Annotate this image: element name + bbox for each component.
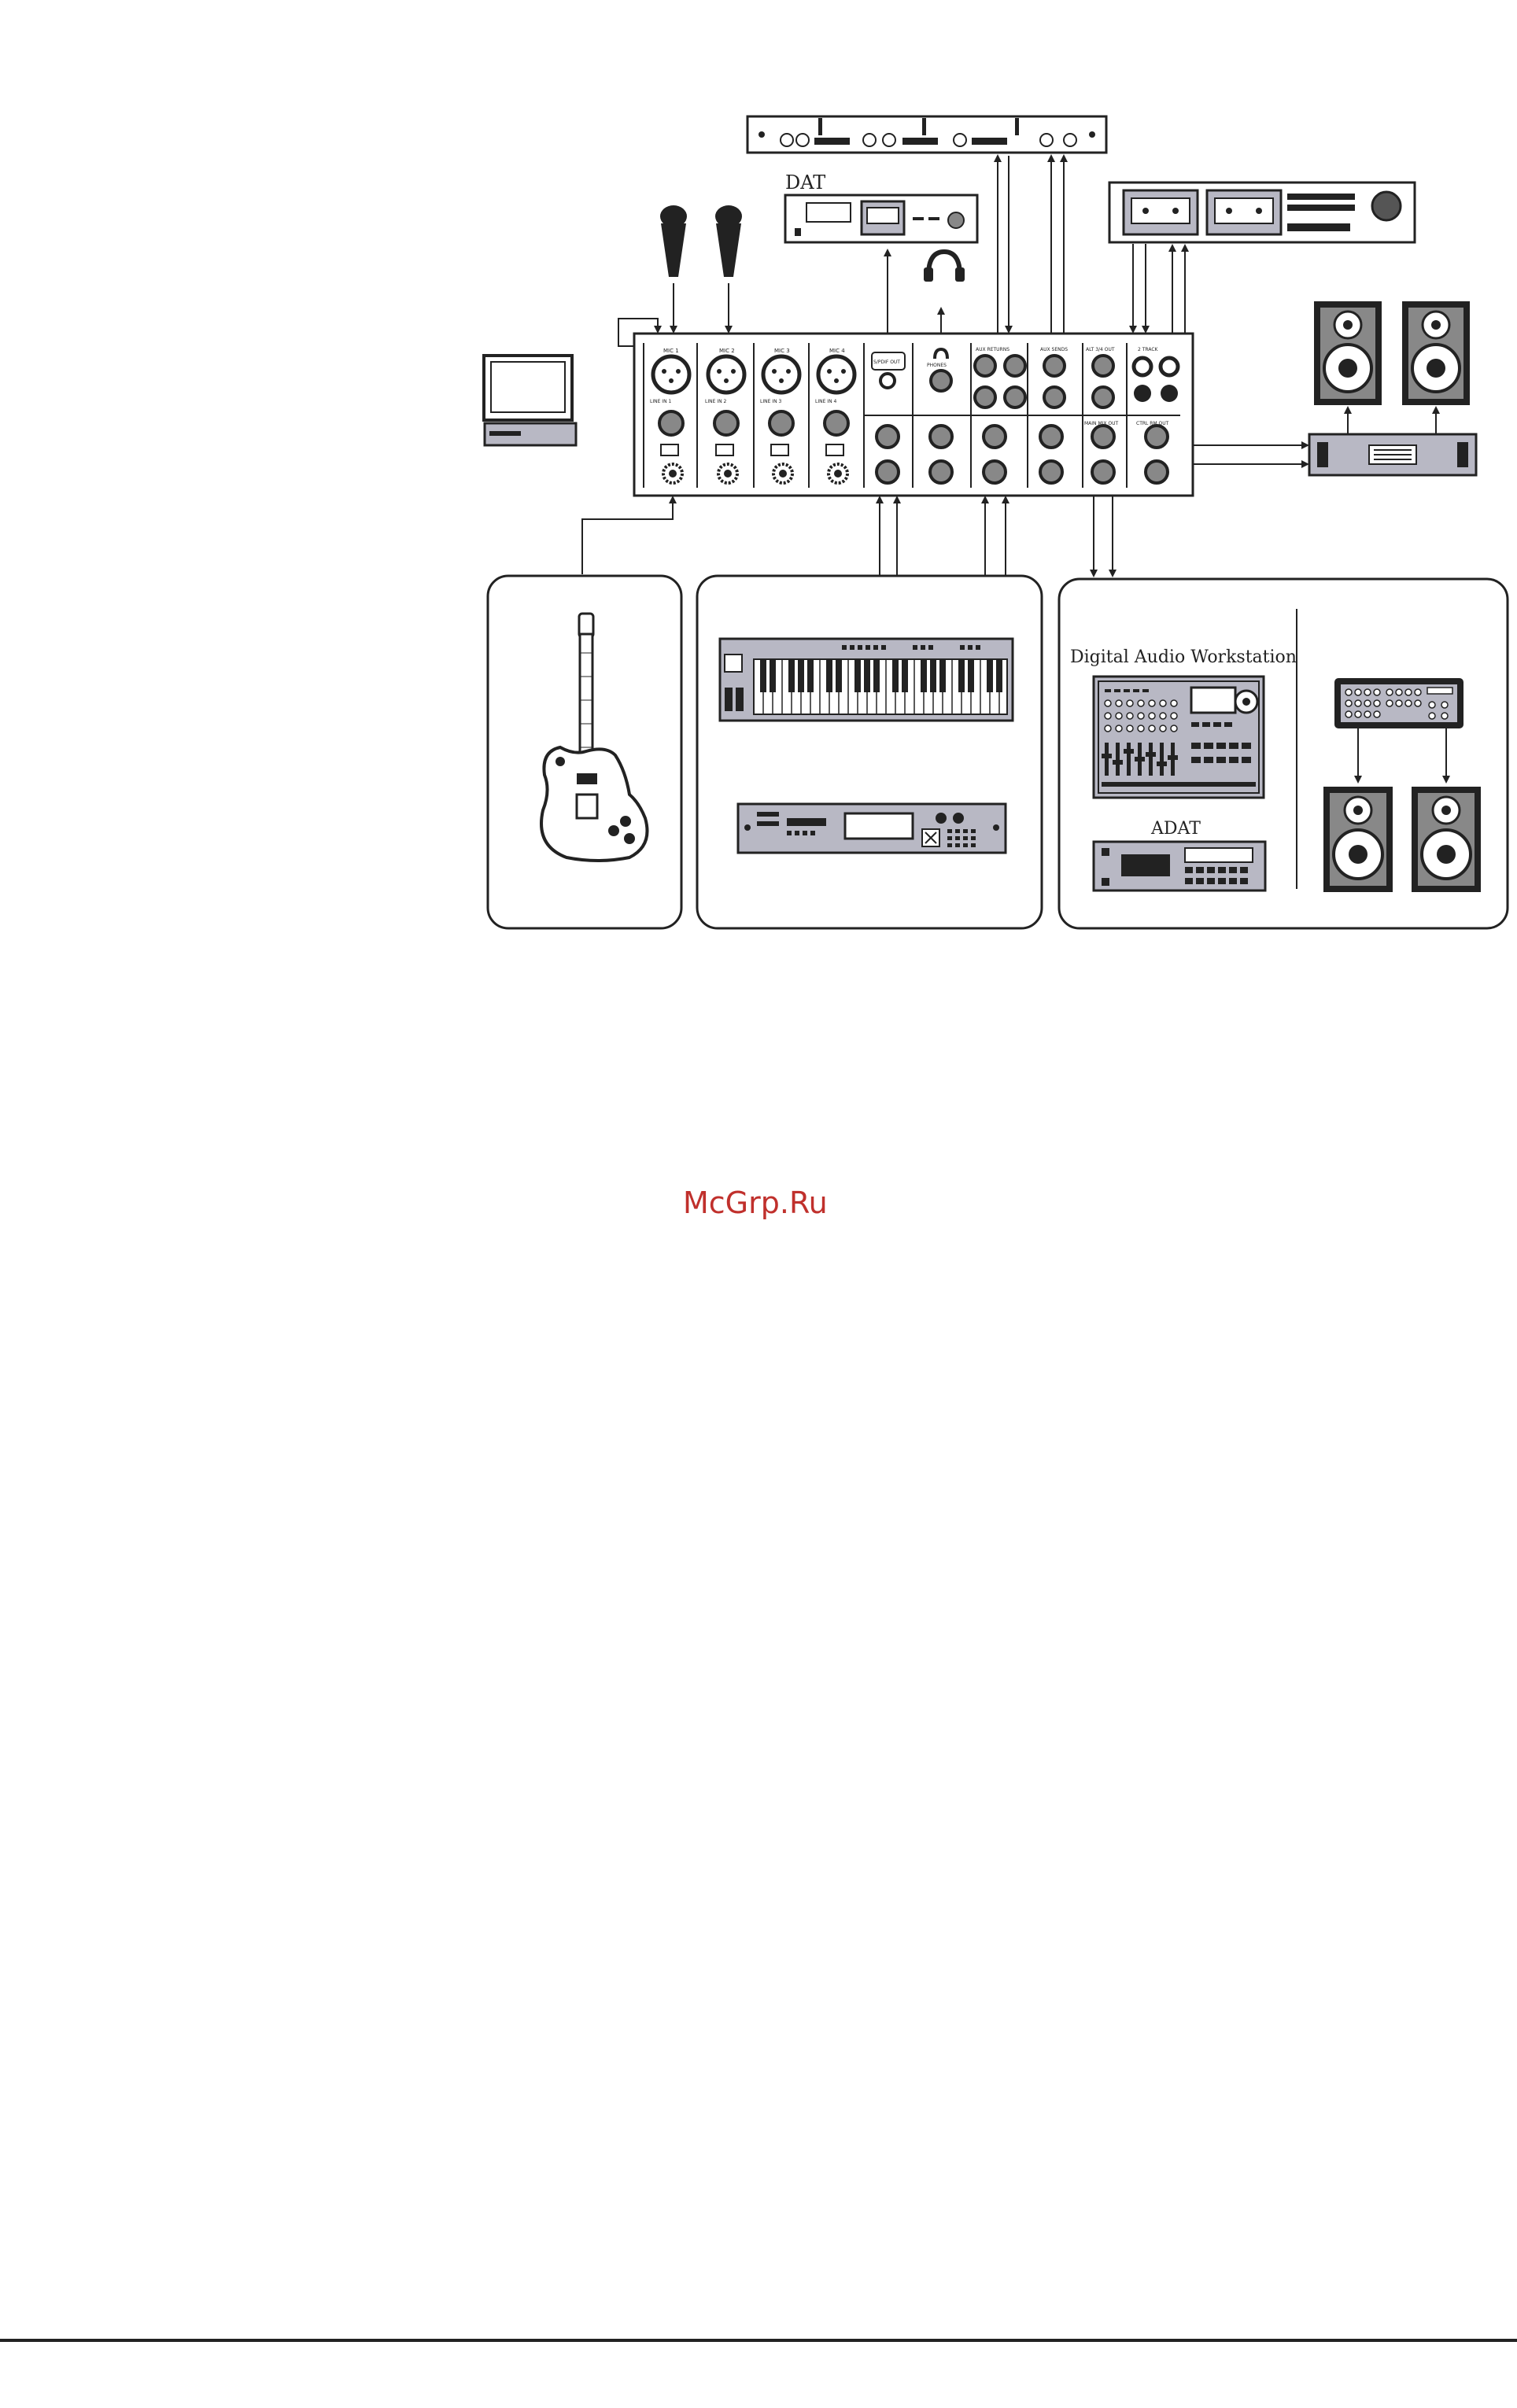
xlr-input[interactable] (818, 356, 854, 393)
hpf-switch[interactable] (661, 444, 678, 455)
microphone-icon (715, 205, 742, 277)
line-input-jack[interactable] (770, 411, 793, 435)
aux-return-jack[interactable] (1005, 356, 1025, 376)
line-jack[interactable] (1040, 461, 1062, 483)
speaker-icon (1314, 301, 1382, 405)
headphone-amp-icon (1334, 678, 1463, 728)
instruments-panel (697, 576, 1042, 928)
gain-knob[interactable] (829, 464, 847, 483)
gain-knob[interactable] (663, 464, 682, 483)
line1-label: LINE IN 1 (650, 399, 671, 404)
alt-out-jack[interactable] (1093, 356, 1113, 376)
alt-out-label: ALT 3/4 OUT (1086, 347, 1115, 352)
hpf-switch[interactable] (826, 444, 843, 455)
spdif-jack[interactable] (880, 374, 895, 388)
daw-label: Digital Audio Workstation (1070, 647, 1297, 667)
line-jack[interactable] (877, 426, 899, 448)
ctrl-room-jack[interactable] (1146, 426, 1168, 448)
gain-knob[interactable] (718, 464, 737, 483)
xlr-input[interactable] (708, 356, 744, 393)
main-out-jack[interactable] (1092, 461, 1114, 483)
line-jack[interactable] (1040, 426, 1062, 448)
mixer-rear-panel: MIC 1 MIC 2 MIC 3 MIC 4 LINE IN 1 LINE I… (634, 334, 1193, 496)
line-jack[interactable] (984, 461, 1006, 483)
two-track-label: 2 TRACK (1138, 347, 1159, 352)
keyboard-controller-icon (720, 639, 1013, 721)
aux-sends-label: AUX SENDS (1040, 347, 1068, 352)
dat-label: DAT (785, 171, 825, 194)
aux-returns-label: AUX RETURNS (976, 347, 1009, 352)
line3-label: LINE IN 3 (760, 399, 781, 404)
line-input-jack[interactable] (825, 411, 848, 435)
xlr-input[interactable] (653, 356, 689, 393)
adat-label: ADAT (1150, 819, 1201, 839)
line2-label: LINE IN 2 (705, 399, 726, 404)
line-jack[interactable] (984, 426, 1006, 448)
line-jack[interactable] (930, 426, 952, 448)
phones-jack[interactable] (931, 371, 951, 391)
mic2-label: MIC 2 (719, 348, 735, 354)
line-jack[interactable] (877, 461, 899, 483)
aux-return-jack[interactable] (975, 356, 995, 376)
microphone-icon (660, 205, 687, 277)
aux-send-jack[interactable] (1044, 387, 1065, 407)
hpf-switch[interactable] (716, 444, 733, 455)
mic4-label: MIC 4 (829, 348, 845, 354)
speaker-icon (1412, 787, 1481, 892)
line-input-jack[interactable] (659, 411, 683, 435)
cassette-deck (1109, 183, 1415, 242)
aux-send-jack[interactable] (1044, 356, 1065, 376)
alt-out-jack[interactable] (1093, 387, 1113, 407)
xlr-input[interactable] (763, 356, 799, 393)
line4-label: LINE IN 4 (815, 399, 836, 404)
main-out-jack[interactable] (1092, 426, 1114, 448)
line-jack[interactable] (930, 461, 952, 483)
spdif-label: S/PDIF OUT (873, 360, 900, 365)
aux-return-jack[interactable] (1005, 387, 1025, 407)
hpf-switch[interactable] (771, 444, 788, 455)
power-amplifier (1309, 434, 1476, 475)
watermark-text: McGrp.Ru (683, 1186, 828, 1220)
mic1-label: MIC 1 (663, 348, 679, 354)
headphones-icon (924, 252, 965, 282)
daw-console-icon (1094, 677, 1264, 798)
speaker-icon (1323, 787, 1393, 892)
computer-icon (484, 356, 576, 445)
aux-return-jack[interactable] (975, 387, 995, 407)
ctrl-room-jack[interactable] (1146, 461, 1168, 483)
line-input-jack[interactable] (714, 411, 738, 435)
gain-knob[interactable] (773, 464, 792, 483)
speaker-icon (1402, 301, 1470, 405)
phones-label: PHONES (927, 363, 947, 368)
mic3-label: MIC 3 (774, 348, 790, 354)
two-track-jack[interactable] (1161, 358, 1178, 375)
dat-recorder (785, 195, 977, 242)
synth-module-icon (738, 804, 1006, 853)
adat-recorder-icon (1094, 842, 1265, 891)
two-track-jack[interactable] (1134, 358, 1151, 375)
effects-processor (747, 116, 1106, 153)
